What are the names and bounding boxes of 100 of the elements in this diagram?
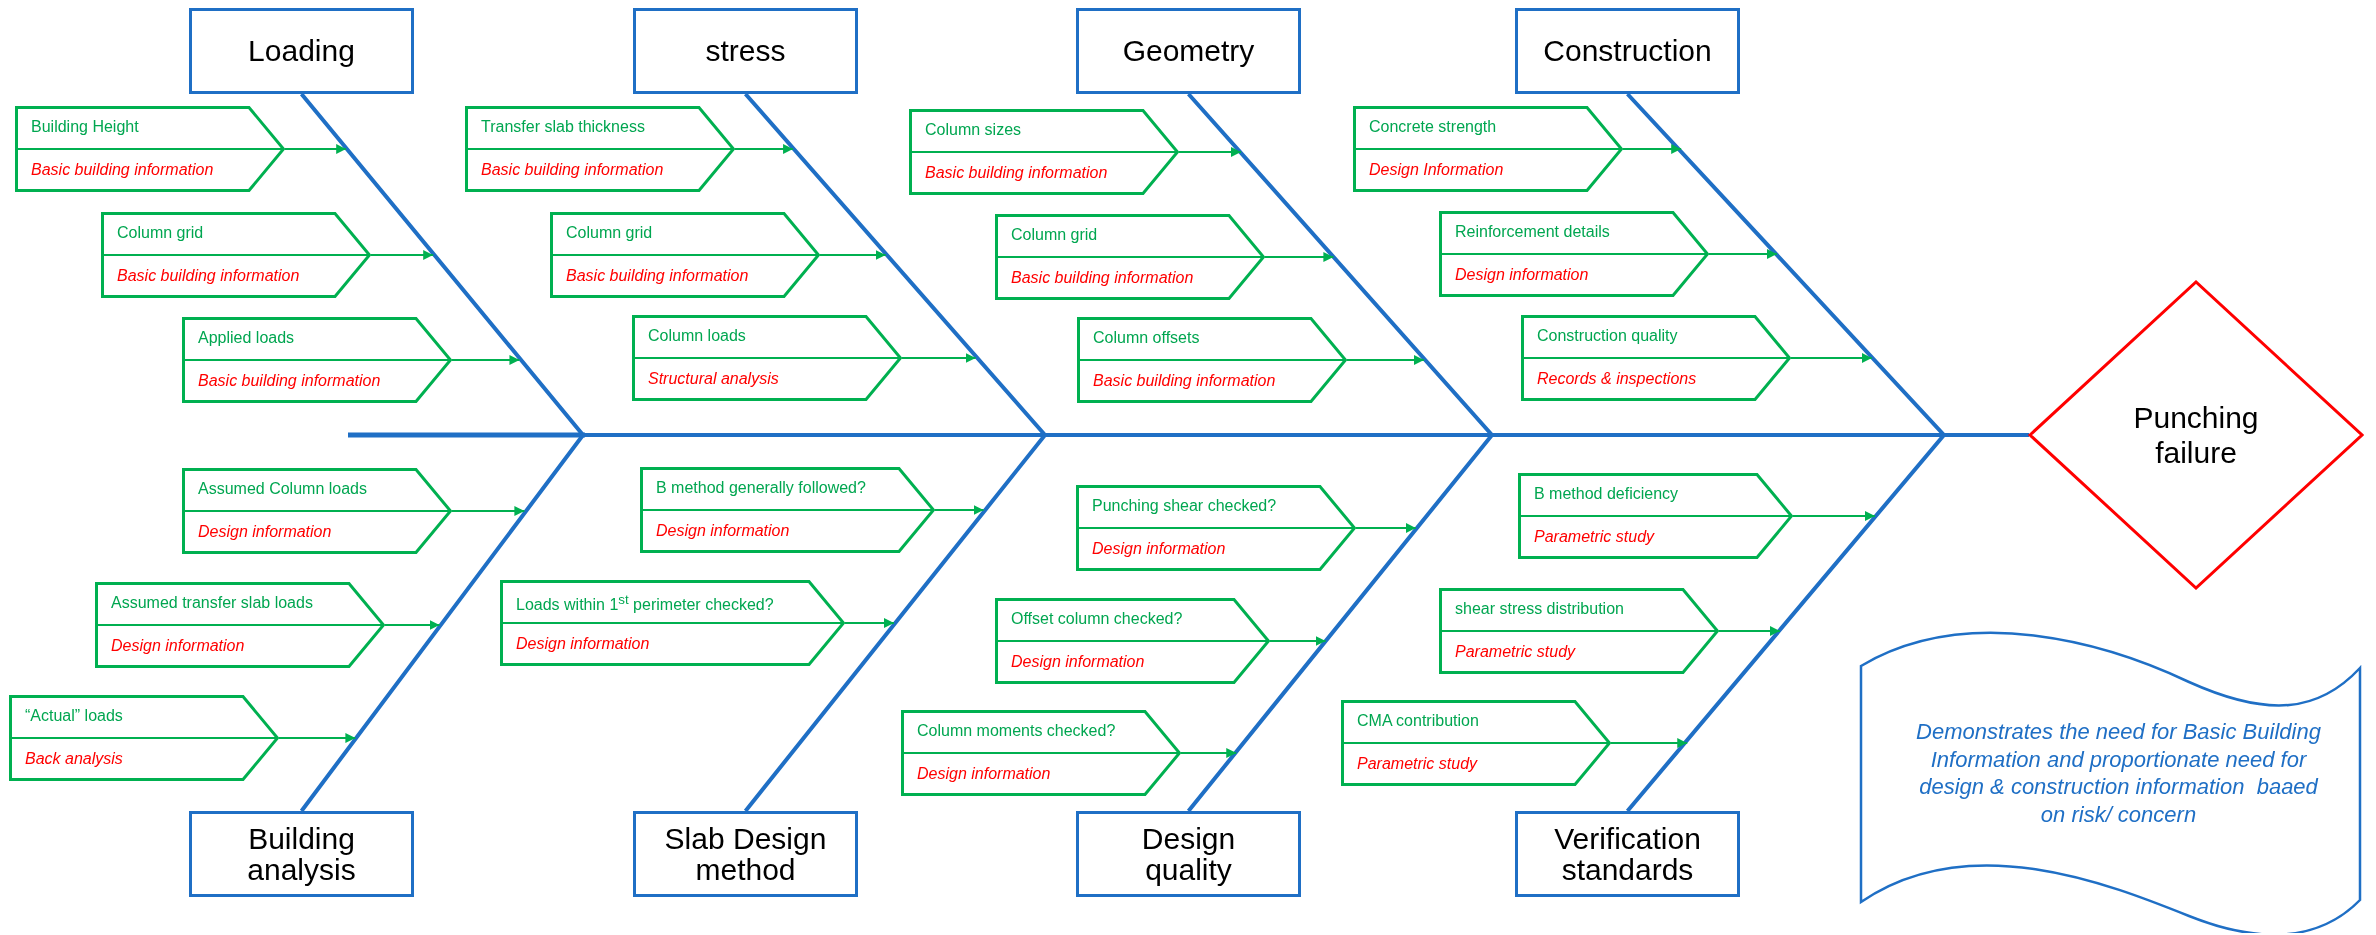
factor-label: Loads within 1$^{st}$ perimeter checked? [516,592,774,615]
source-label: Design information [516,635,650,653]
factor-label: Assumed Column loads [198,480,367,498]
cause-box [1439,211,1709,297]
arrow [1269,636,1327,646]
cause-box [995,598,1270,684]
cause-box [182,468,452,554]
factor-label: Punching shear checked? [1092,497,1277,515]
arrow [1708,249,1778,259]
factor-label: Column loads [648,327,746,345]
cause-box [1353,106,1623,192]
cause-box [9,695,279,781]
cause-box [1077,317,1347,403]
cause-box [909,109,1179,195]
arrow [384,620,441,630]
factor-label: Construction quality [1537,327,1678,345]
cause-box [182,317,452,403]
cause-box [101,212,371,298]
arrow [734,144,795,154]
source-label: Basic building information [198,372,381,390]
source-label: Basic building information [566,267,749,285]
category-box: Loading [189,8,414,94]
arrow [844,618,895,628]
cause-box [465,106,735,192]
arrow [1718,626,1781,636]
arrow [278,733,357,743]
source-label: Design information [1011,653,1145,671]
cause-box [15,106,285,192]
cause-box [95,582,385,668]
category-box: Design quality [1076,811,1301,897]
cause-box [632,315,902,401]
source-label: Parametric study [1534,528,1655,546]
cause-box [1521,315,1791,401]
effect-diamond [2028,280,2364,590]
source-label: Basic building information [925,164,1108,182]
source-label: Parametric study [1455,643,1576,661]
category-box: Slab Design method [633,811,858,897]
cause-box [1341,700,1611,786]
cause-box [1518,473,1793,559]
category-box: Geometry [1076,8,1301,94]
arrow [1610,738,1689,748]
arrow [1346,355,1425,365]
factor-label: CMA contribution [1357,712,1479,730]
factor-label: shear stress distribution [1455,600,1624,618]
factor-label: Offset column checked? [1011,610,1183,628]
arrow [1178,147,1243,157]
cause-box [640,467,935,553]
cause-box [901,710,1181,796]
arrow [1622,144,1683,154]
source-label: Design information [1092,540,1226,558]
wavy-banner [1859,630,2362,933]
arrow [1790,353,1873,363]
arrow [1180,748,1238,758]
source-label: Basic building information [481,161,664,179]
factor-label: Concrete strength [1369,118,1497,136]
factor-label: Assumed transfer slab loads [111,594,313,612]
arrow [819,250,887,260]
arrow [451,506,526,516]
category-box: Building analysis [189,811,414,897]
source-label: Design information [1455,266,1589,284]
factor-label: Column grid [566,224,653,242]
note-text: Demonstrates the need for Basic Building Information and proportionate need for design & construction information baaed on risk/ concern [1915,718,2322,828]
factor-label: Transfer slab thickness [481,118,645,136]
factor-label: Column sizes [925,121,1022,139]
factor-label: B method deficiency [1534,485,1679,503]
source-label: Back analysis [25,750,123,768]
arrow [1355,523,1417,533]
cause-box [995,214,1265,300]
category-box: Construction [1515,8,1740,94]
source-label: Design information [198,523,332,541]
arrow [284,144,348,154]
factor-label: Applied loads [198,329,295,347]
factor-label: B method generally followed? [656,479,866,497]
factor-label: Reinforcement details [1455,223,1610,241]
cause-box [550,212,820,298]
factor-label: “Actual” loads [25,707,123,725]
arrow [901,353,977,363]
source-label: Basic building information [117,267,300,285]
arrow [934,505,985,515]
source-label: Design information [917,765,1051,783]
source-label: Records & inspections [1537,370,1697,388]
source-label: Basic building information [1093,372,1276,390]
factor-label: Column grid [117,224,204,242]
arrow [1792,511,1876,521]
source-label: Structural analysis [648,370,779,388]
arrow [1264,252,1335,262]
effect-label: Punching failure [2132,400,2260,470]
factor-label: Building Height [31,118,139,136]
source-label: Parametric study [1357,755,1478,773]
arrow [370,250,435,260]
source-label: Basic building information [31,161,214,179]
category-box: stress [633,8,858,94]
cause-box [500,580,845,666]
source-label: Design information [111,637,245,655]
cause-box [1439,588,1719,674]
source-label: Design information [656,522,790,540]
category-box: Verification standards [1515,811,1740,897]
source-label: Design Information [1369,161,1504,179]
factor-label: Column offsets [1093,329,1200,347]
source-label: Basic building information [1011,269,1194,287]
